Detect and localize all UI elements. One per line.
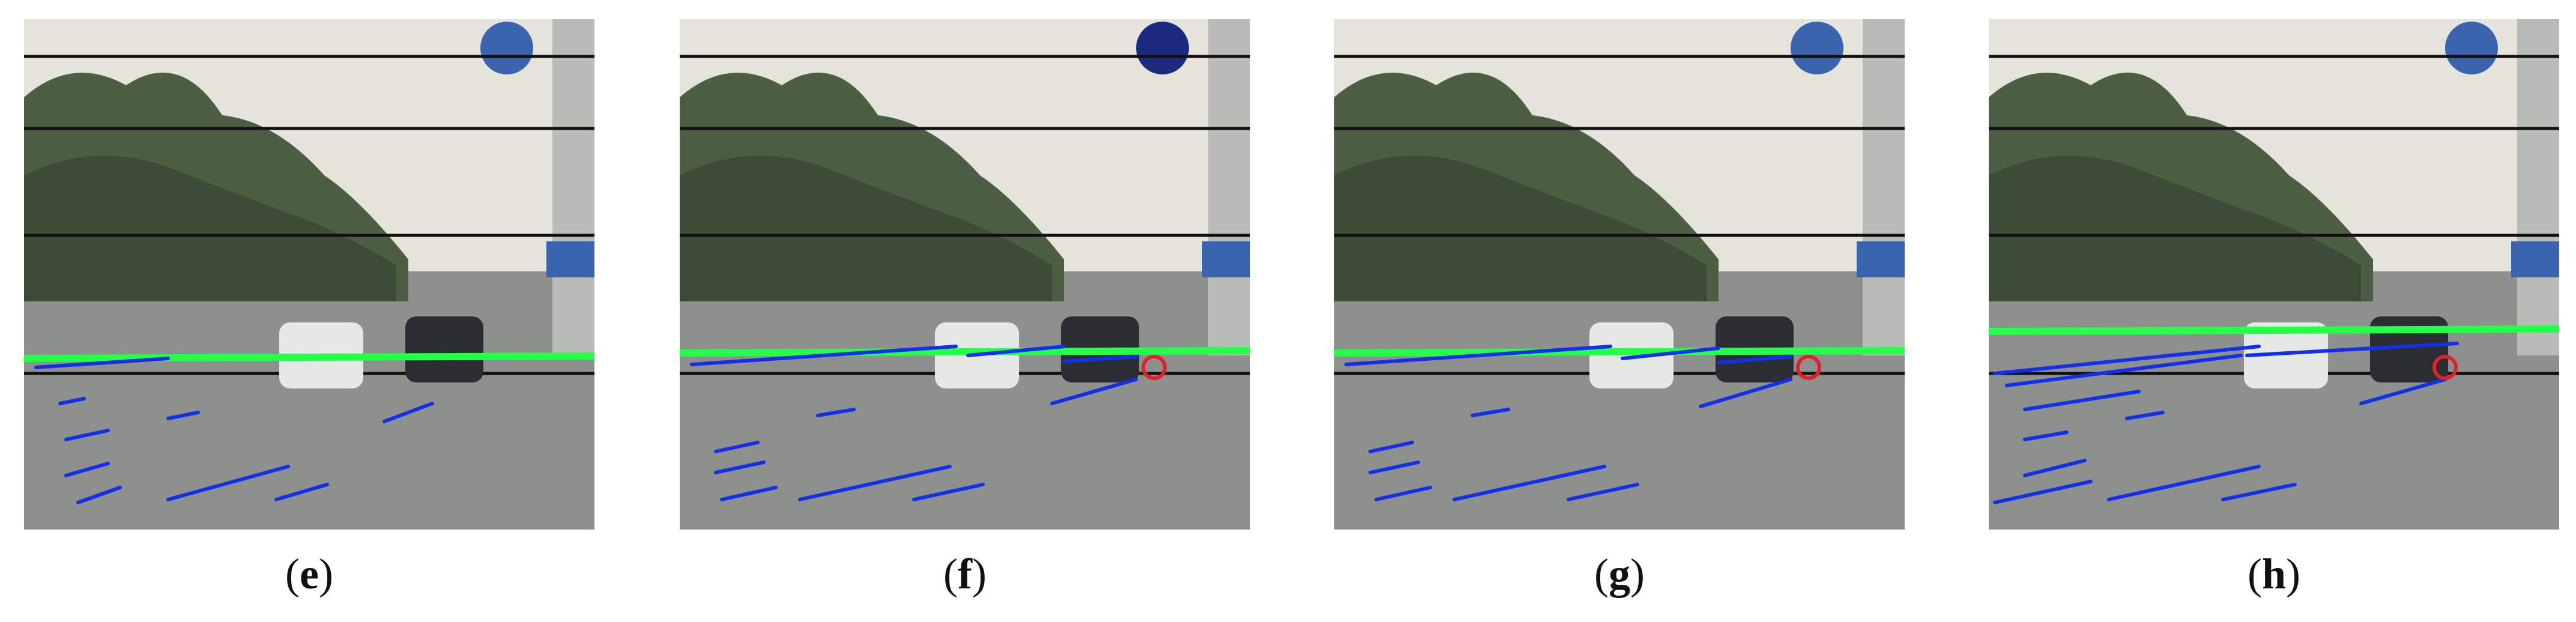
road-image-panel-g: [1334, 19, 1905, 530]
road-image-panel-e: [24, 19, 594, 530]
road-sign-icon: [480, 22, 533, 74]
road-image-panel-h: [1989, 19, 2559, 530]
circle-marker-upper: [1141, 355, 1167, 380]
road-scene-image-g: [1334, 19, 1905, 530]
caption-h: (h): [2247, 550, 2300, 598]
road-scene-image-e: [24, 19, 594, 530]
caption-e: (e): [285, 550, 333, 598]
caption-f: (f): [943, 550, 987, 598]
circle-marker-upper: [1796, 355, 1821, 380]
road-scene-image-h: [1989, 19, 2559, 530]
road-image-panel-f: [680, 19, 1250, 530]
road-sign-icon: [1136, 22, 1189, 74]
road-sign-icon: [1791, 22, 1843, 74]
road-scene-image-f: [680, 19, 1250, 530]
caption-g: (g): [1594, 550, 1645, 598]
road-sign-icon: [2445, 22, 2498, 74]
circle-marker-upper: [2432, 355, 2458, 380]
